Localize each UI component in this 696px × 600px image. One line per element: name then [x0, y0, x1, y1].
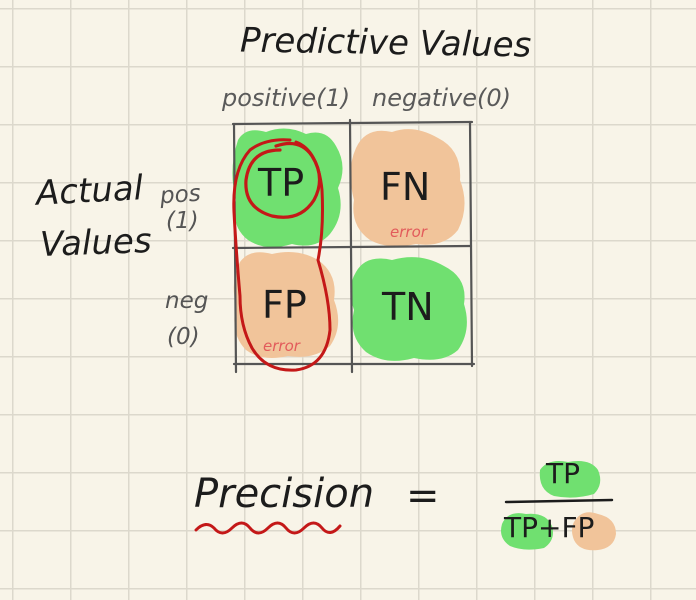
matrix-right-border [468, 120, 474, 368]
row-label-pos-value: (1) [166, 208, 199, 234]
cell-tn: TN [382, 285, 434, 329]
fn-highlight [350, 129, 465, 247]
fraction-bar [504, 498, 614, 504]
column-label-negative: negative(0) [372, 84, 511, 112]
row-label-pos: pos [159, 180, 202, 210]
cell-fn: FN [380, 165, 431, 209]
chart-title: Predictive Values [239, 20, 532, 66]
numerator-highlight [539, 461, 601, 498]
matrix-middle-vertical [348, 118, 354, 374]
row-axis-title-line2: Values [39, 221, 153, 265]
formula-denominator: TP+FP [504, 511, 595, 544]
denominator-tp-highlight [501, 513, 553, 550]
row-label-neg-value: (0) [167, 324, 200, 350]
fn-error-label: error [390, 223, 427, 241]
formula-numerator: TP [546, 457, 580, 490]
fp-error-label: error [263, 337, 300, 355]
row-label-neg: neg [165, 288, 209, 314]
denominator-fp-highlight [572, 512, 616, 551]
cell-fp: FP [262, 283, 307, 327]
formula-equals: = [406, 473, 440, 519]
tp-fp-loop [232, 138, 332, 372]
tn-highlight [350, 257, 467, 361]
fp-highlight [233, 252, 339, 358]
column-label-positive: positive(1) [222, 84, 351, 112]
row-axis-title-line1: Actual [35, 168, 145, 214]
cell-tp: TP [258, 161, 305, 205]
precision-squiggle [194, 521, 342, 535]
formula-precision-label: Precision [194, 471, 375, 517]
matrix-top-border [231, 120, 474, 126]
